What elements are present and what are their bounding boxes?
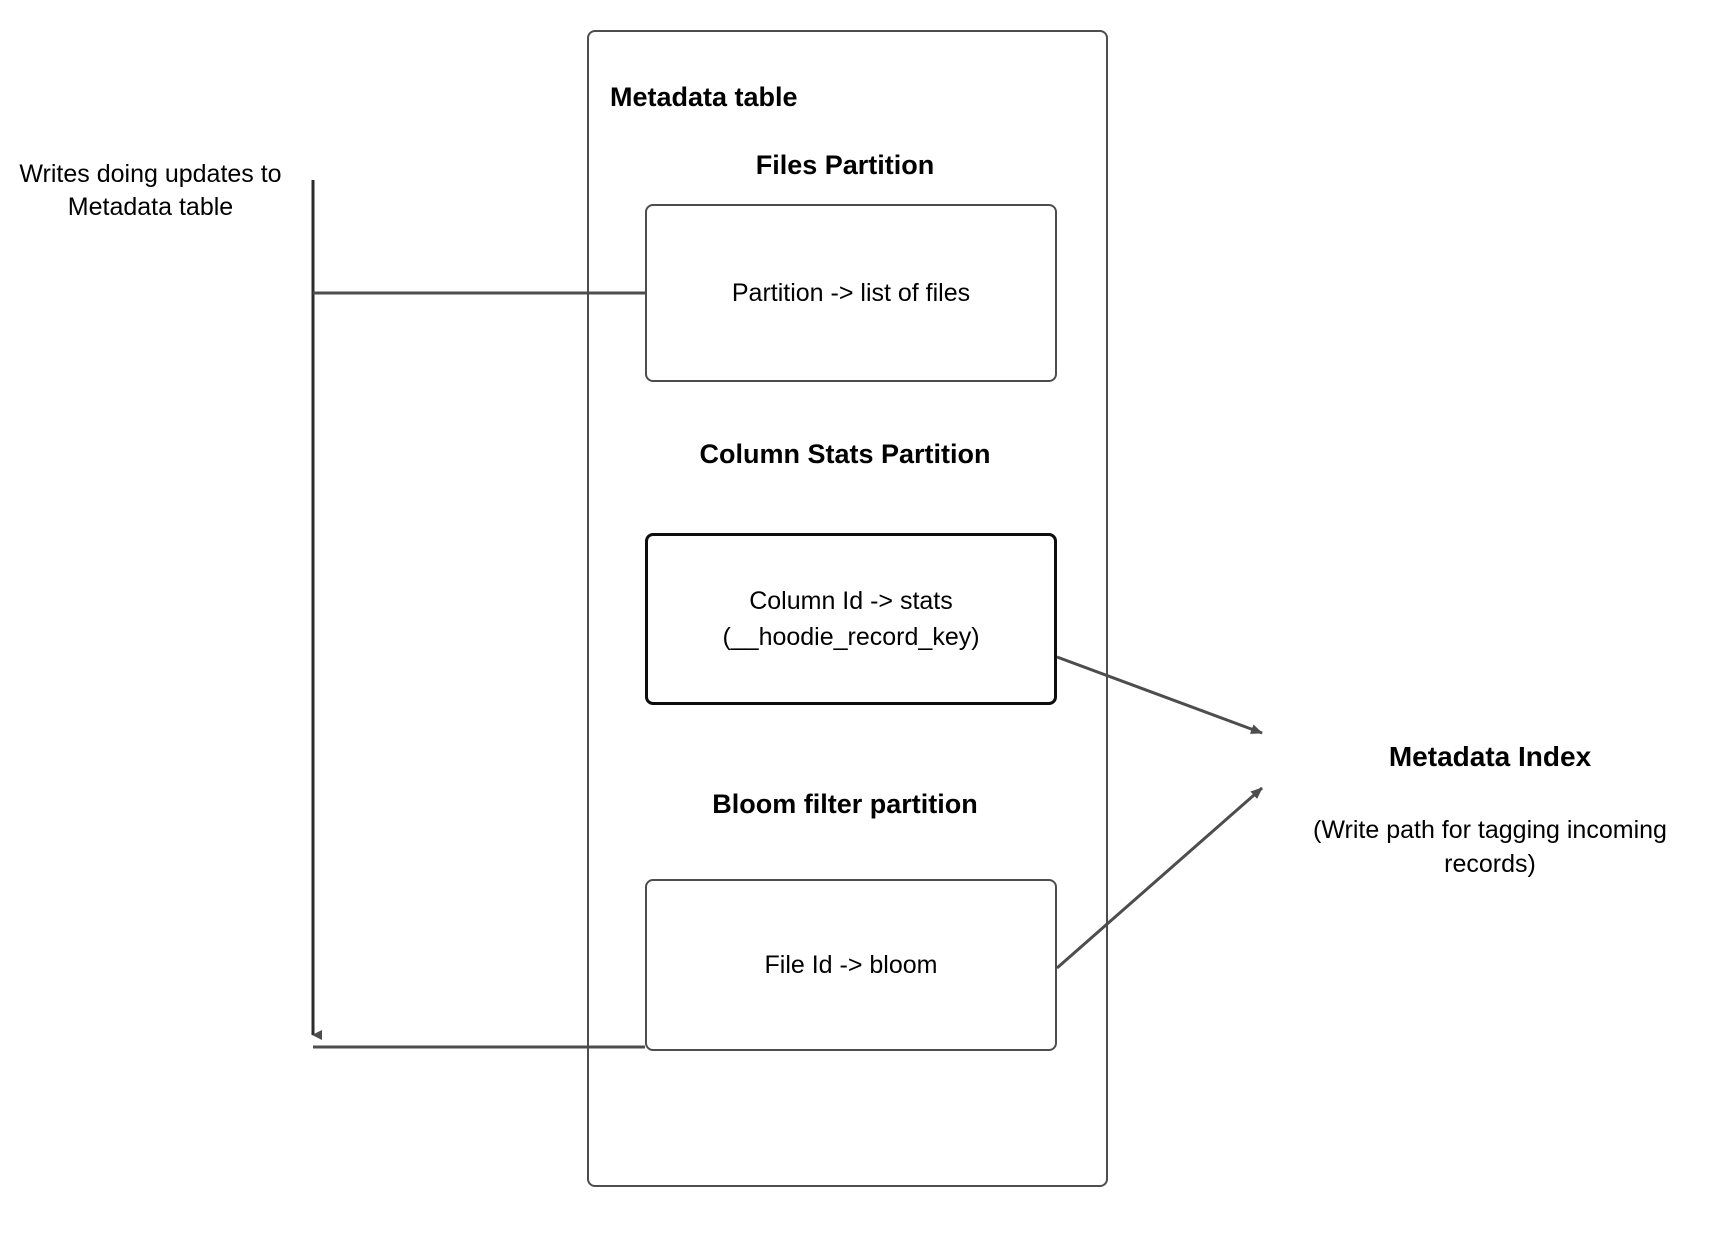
bloom-filter-partition-heading: Bloom filter partition (712, 789, 978, 819)
files-partition-box: Partition -> list of files (645, 204, 1057, 382)
metadata-table-title: Metadata table (610, 82, 798, 112)
metadata-table-container (587, 30, 1108, 1187)
column-stats-partition-box: Column Id -> stats (__hoodie_record_key) (645, 533, 1057, 705)
files-partition-heading: Files Partition (755, 150, 935, 180)
column-stats-box-text: Column Id -> stats (__hoodie_record_key) (722, 583, 979, 656)
files-partition-box-text: Partition -> list of files (731, 278, 971, 307)
bloom-filter-box-text: File Id -> bloom (764, 950, 938, 979)
metadata-index-note: (Write path for tagging incoming records… (1313, 816, 1667, 878)
column-stats-box-text-line1: Column Id -> stats (749, 586, 953, 615)
bloom-filter-partition-box: File Id -> bloom (645, 879, 1057, 1051)
column-stats-partition-heading: Column Stats Partition (699, 439, 991, 469)
metadata-index-title: Metadata Index (1388, 741, 1592, 772)
column-stats-box-text-line2: (__hoodie_record_key) (722, 623, 980, 651)
writes-updates-annotation: Writes doing updates to Metadata table (19, 160, 282, 222)
